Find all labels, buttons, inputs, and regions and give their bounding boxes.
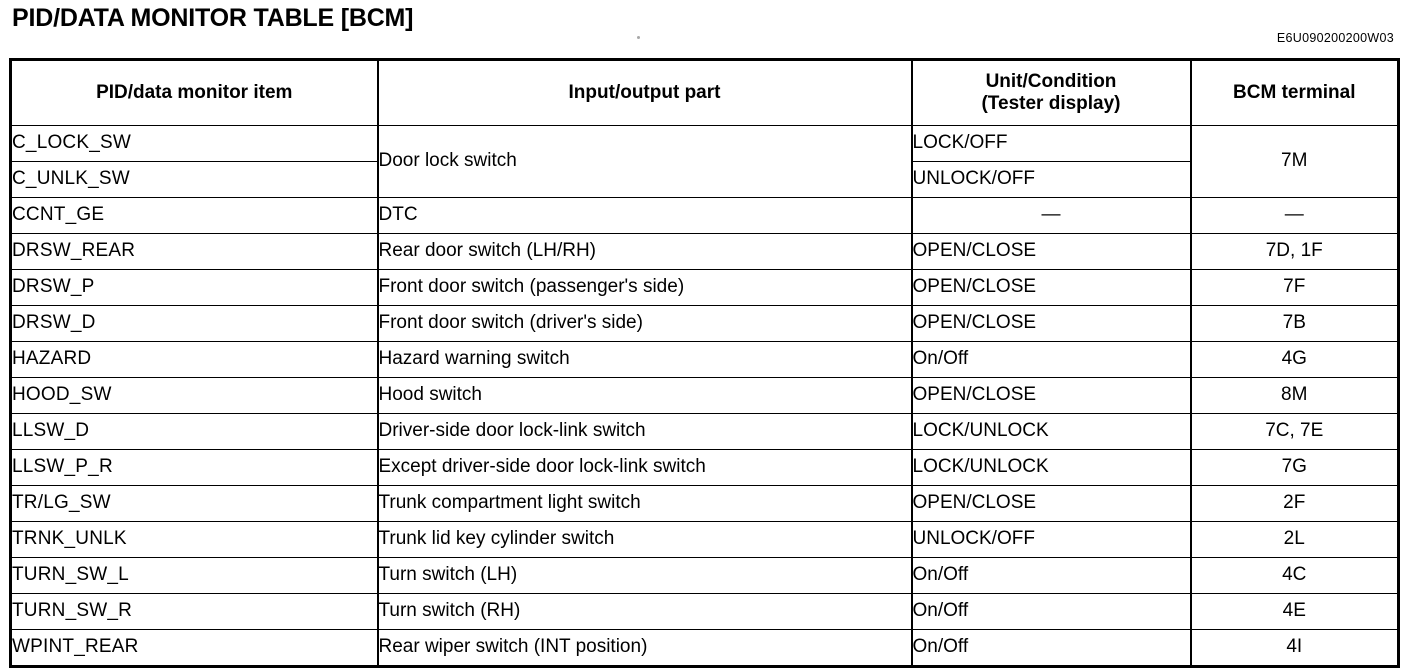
pid-data-monitor-table: PID/data monitor item Input/output part … [9, 58, 1400, 668]
cell-terminal: 2L [1190, 521, 1399, 558]
cell-unit: OPEN/CLOSE [911, 233, 1192, 270]
cell-pid: TURN_SW_R [10, 593, 379, 630]
table-row: TURN_SW_R Turn switch (RH) On/Off 4E [10, 593, 1399, 630]
table-row: DRSW_REAR Rear door switch (LH/RH) OPEN/… [10, 233, 1399, 270]
cell-unit: On/Off [911, 341, 1192, 378]
cell-part: DTC [377, 197, 913, 234]
cell-unit: On/Off [911, 593, 1192, 630]
cell-pid: DRSW_P [10, 269, 379, 306]
table-row: WPINT_REAR Rear wiper switch (INT positi… [10, 629, 1399, 667]
cell-unit: On/Off [911, 557, 1192, 594]
table-header: PID/data monitor item Input/output part … [10, 59, 1399, 126]
table-row: C_UNLK_SW UNLOCK/OFF [10, 161, 1399, 198]
cell-terminal: 4I [1190, 629, 1399, 667]
cell-unit: LOCK/UNLOCK [911, 449, 1192, 486]
table-row: LLSW_D Driver-side door lock-link switch… [10, 413, 1399, 450]
table-row: DRSW_D Front door switch (driver's side)… [10, 305, 1399, 342]
cell-pid: HOOD_SW [10, 377, 379, 414]
cell-terminal: 8M [1190, 377, 1399, 414]
table-row: TR/LG_SW Trunk compartment light switch … [10, 485, 1399, 522]
cell-terminal: 7G [1190, 449, 1399, 486]
cell-pid: LLSW_P_R [10, 449, 379, 486]
cell-part: Trunk lid key cylinder switch [377, 521, 913, 558]
column-header-input-output-part: Input/output part [377, 59, 913, 126]
column-header-unit-condition: Unit/Condition (Tester display) [911, 59, 1192, 126]
cell-unit: OPEN/CLOSE [911, 305, 1192, 342]
cell-part: Front door switch (passenger's side) [377, 269, 913, 306]
cell-pid: CCNT_GE [10, 197, 379, 234]
cell-terminal: 7M [1190, 125, 1399, 198]
table-row: C_LOCK_SW Door lock switch LOCK/OFF 7M [10, 125, 1399, 198]
cell-unit: OPEN/CLOSE [911, 485, 1192, 522]
cell-part: Rear wiper switch (INT position) [377, 629, 913, 667]
page-title: PID/DATA MONITOR TABLE [BCM] [12, 4, 414, 32]
scan-artifact-dot [637, 36, 640, 39]
cell-pid: HAZARD [10, 341, 379, 378]
table-row: TRNK_UNLK Trunk lid key cylinder switch … [10, 521, 1399, 558]
unit-condition-line-1: Unit/Condition [985, 71, 1117, 93]
cell-terminal: 7F [1190, 269, 1399, 306]
cell-unit: LOCK/UNLOCK [911, 413, 1192, 450]
cell-unit: LOCK/OFF [911, 125, 1192, 162]
cell-unit: On/Off [911, 629, 1192, 667]
cell-pid: TURN_SW_L [10, 557, 379, 594]
cell-part: Turn switch (LH) [377, 557, 913, 594]
cell-pid: LLSW_D [10, 413, 379, 450]
table-body: C_LOCK_SW Door lock switch LOCK/OFF 7M C… [10, 125, 1399, 667]
table-row: HAZARD Hazard warning switch On/Off 4G [10, 341, 1399, 378]
cell-unit: — [911, 197, 1192, 234]
column-header-pid: PID/data monitor item [10, 59, 379, 126]
cell-part: Driver-side door lock-link switch [377, 413, 913, 450]
table-row: LLSW_P_R Except driver-side door lock-li… [10, 449, 1399, 486]
cell-terminal: 4E [1190, 593, 1399, 630]
cell-part: Hood switch [377, 377, 913, 414]
cell-part: Door lock switch [377, 125, 913, 198]
cell-pid: TR/LG_SW [10, 485, 379, 522]
cell-terminal: 7B [1190, 305, 1399, 342]
cell-part: Front door switch (driver's side) [377, 305, 913, 342]
cell-pid: WPINT_REAR [10, 629, 379, 667]
cell-terminal: 7D, 1F [1190, 233, 1399, 270]
cell-terminal: 2F [1190, 485, 1399, 522]
cell-unit: UNLOCK/OFF [911, 161, 1192, 198]
cell-part: Turn switch (RH) [377, 593, 913, 630]
cell-pid: DRSW_D [10, 305, 379, 342]
table-header-row: PID/data monitor item Input/output part … [10, 59, 1399, 126]
cell-pid: TRNK_UNLK [10, 521, 379, 558]
document-reference-code: E6U090200200W03 [1276, 31, 1394, 45]
cell-part: Except driver-side door lock-link switch [377, 449, 913, 486]
cell-pid: C_LOCK_SW [10, 125, 379, 162]
table-row: HOOD_SW Hood switch OPEN/CLOSE 8M [10, 377, 1399, 414]
cell-unit: OPEN/CLOSE [911, 377, 1192, 414]
column-header-bcm-terminal: BCM terminal [1190, 59, 1399, 126]
cell-terminal: 7C, 7E [1190, 413, 1399, 450]
cell-part: Hazard warning switch [377, 341, 913, 378]
cell-terminal: 4G [1190, 341, 1399, 378]
cell-unit: OPEN/CLOSE [911, 269, 1192, 306]
table-row: CCNT_GE DTC — — [10, 197, 1399, 234]
table-row: DRSW_P Front door switch (passenger's si… [10, 269, 1399, 306]
cell-terminal: 4C [1190, 557, 1399, 594]
cell-part: Trunk compartment light switch [377, 485, 913, 522]
cell-unit: UNLOCK/OFF [911, 521, 1192, 558]
cell-terminal: — [1190, 197, 1399, 234]
pid-data-monitor-table-wrapper: PID/data monitor item Input/output part … [9, 58, 1400, 668]
unit-condition-line-2: (Tester display) [981, 93, 1121, 114]
cell-pid: DRSW_REAR [10, 233, 379, 270]
table-row: TURN_SW_L Turn switch (LH) On/Off 4C [10, 557, 1399, 594]
cell-pid: C_UNLK_SW [10, 161, 379, 198]
cell-part: Rear door switch (LH/RH) [377, 233, 913, 270]
